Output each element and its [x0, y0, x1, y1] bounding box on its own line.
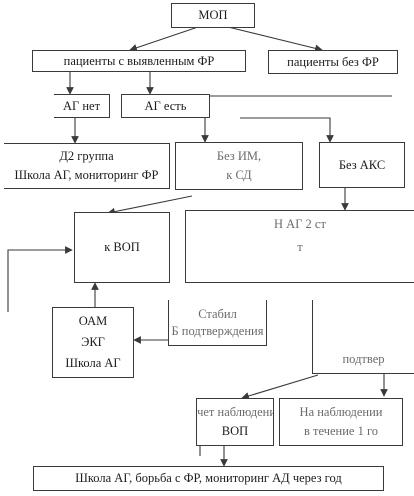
node-stab-line1: Стабил	[198, 306, 237, 321]
node-d2-group: Д2 группа Школа АГ, мониторинг ФР	[4, 143, 170, 189]
node-tests-school: Школа АГ	[65, 356, 121, 370]
node-ag-yes-label: АГ есть	[144, 98, 187, 113]
node-d2-line1: Д2 группа	[59, 149, 114, 163]
node-final-label: Школа АГ, борьба с ФР, мониторинг АД чер…	[75, 471, 342, 485]
node-patients-with-rf-label: пациенты с выявленным ФР	[63, 53, 215, 68]
node-stab-line2: Б подтверждения	[171, 323, 264, 338]
arrow-to-no-aks	[240, 117, 334, 143]
node-right-mid-line1: Н АГ 2 ст	[274, 217, 326, 231]
node-ag-no: АГ нет	[54, 94, 110, 118]
node-mid-line1: Без ИМ,	[216, 149, 262, 163]
node-mop: МОП	[171, 3, 255, 28]
arrow-mop-to-without-rf	[227, 26, 323, 53]
node-mid-no-mi: Без ИМ, к СД	[175, 142, 303, 190]
node-stabilization: Стабил Б подтверждения	[168, 300, 267, 346]
node-right-mid-line2: т	[297, 240, 303, 254]
node-patients-with-rf: пациенты с выявленным ФР	[32, 50, 246, 72]
node-ag-no-label: АГ нет	[62, 98, 101, 113]
node-to-vop-label: к ВОП	[104, 240, 140, 254]
node-under-obs-line1: Учет наблюдения	[197, 405, 273, 419]
node-final: Школа АГ, борьба с ФР, мониторинг АД чер…	[33, 466, 384, 491]
node-tests-oam: ОАМ	[78, 314, 108, 328]
node-under-obs-line2: ВОП	[221, 424, 249, 438]
node-no-aks-label: Без АКС	[338, 157, 386, 172]
node-mop-label: МОП	[198, 8, 228, 22]
node-mid-line2: к СД	[226, 168, 252, 182]
node-patients-without-rf-label: пациенты без ФР	[287, 54, 379, 69]
node-patients-without-rf: пациенты без ФР	[268, 50, 398, 74]
arrow-left-loop	[7, 246, 73, 312]
node-follow-line1: На наблюдении	[299, 405, 383, 419]
node-follow-up: На наблюдении в течение 1 го	[279, 398, 403, 446]
arrow-to-under-obs	[241, 374, 319, 400]
node-under-observation: Учет наблюдения ВОП	[196, 398, 274, 446]
arrow-mop-to-with-rf	[129, 26, 199, 52]
node-tests: ОАМ ЭКГ Школа АГ	[52, 307, 134, 378]
node-tests-ekg: ЭКГ	[81, 335, 105, 349]
node-d2-line2: Школа АГ, мониторинг ФР	[14, 168, 159, 182]
node-confirm: подтвер	[312, 300, 414, 374]
node-follow-line2: в течение 1 го	[303, 424, 379, 438]
node-no-aks: Без АКС	[319, 142, 405, 188]
node-ag-yes: АГ есть	[121, 94, 210, 118]
node-to-vop: к ВОП	[74, 212, 170, 283]
node-right-mid: Н АГ 2 ст т	[185, 210, 414, 283]
node-confirm-label: подтвер	[342, 352, 385, 366]
arrow-mid-to-vop	[107, 195, 193, 216]
